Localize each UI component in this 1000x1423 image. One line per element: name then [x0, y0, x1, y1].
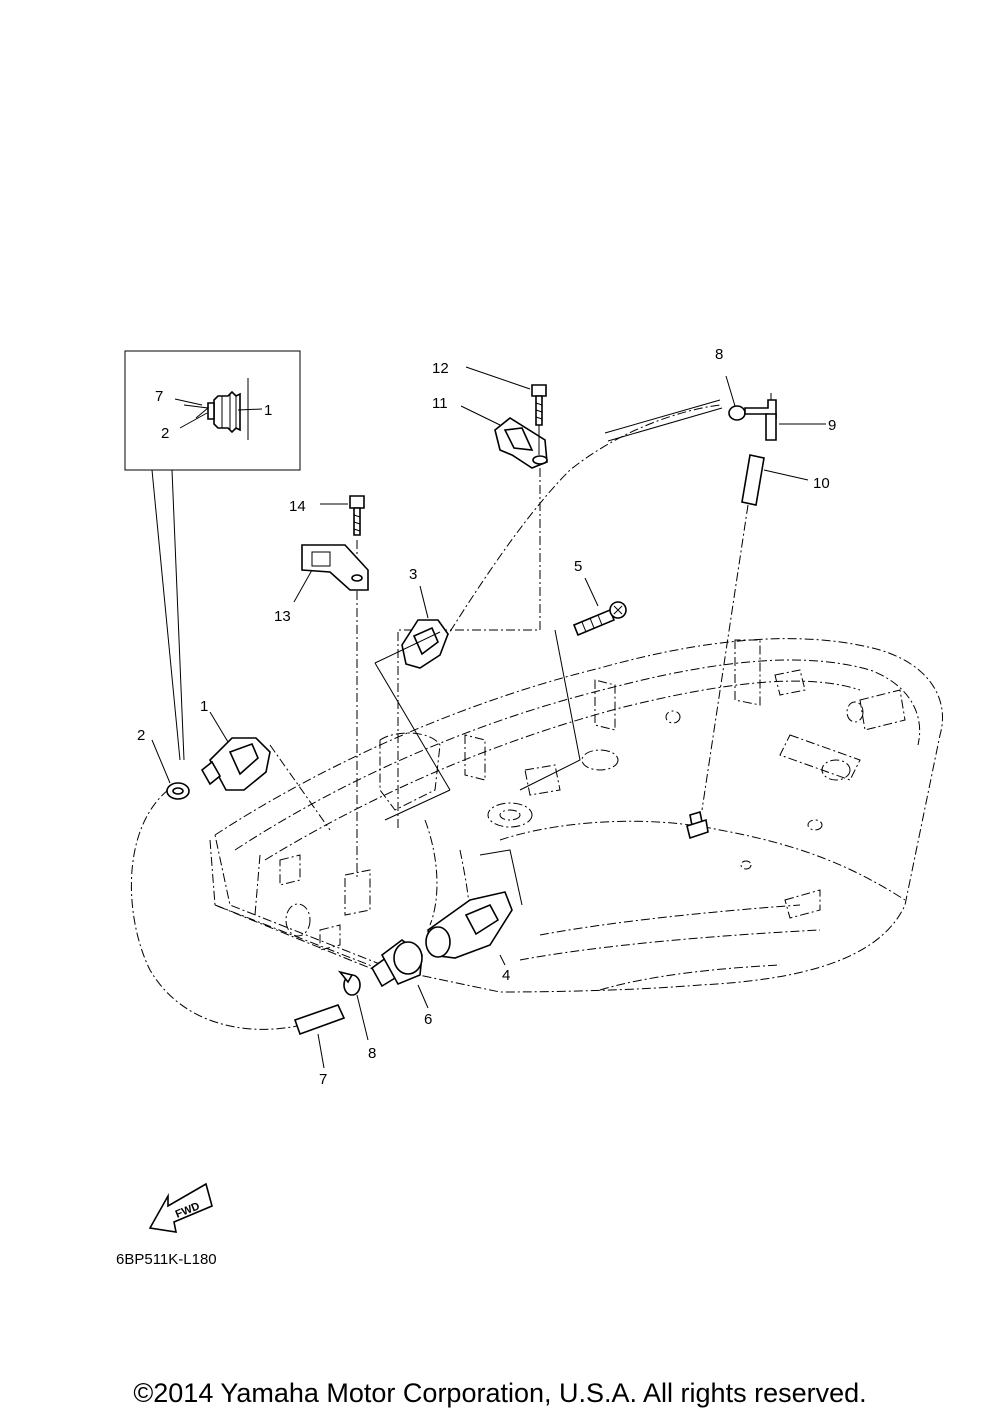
callout-4: 4 [502, 967, 510, 984]
part-9-tee: 9 [744, 393, 836, 441]
callout-13: 13 [274, 608, 291, 625]
part-8-clip-lower: 8 [337, 970, 376, 1062]
callout-2: 2 [137, 727, 145, 744]
part-1-grommet: 1 [200, 698, 331, 831]
part-12-bolt: 12 [432, 360, 547, 455]
callout-8-upper: 8 [715, 346, 723, 363]
part-5-screw: 5 [519, 558, 627, 791]
part-6-fitting: 6 [370, 939, 432, 1028]
part-8-clip-upper: 8 [715, 346, 746, 421]
detail-inset: 7 2 1 [124, 350, 301, 761]
bottom-cowling [209, 638, 943, 993]
callout-1: 1 [200, 698, 208, 715]
callout-3: 3 [409, 566, 417, 583]
part-10-hose: 10 [741, 454, 830, 506]
callout-10: 10 [813, 475, 830, 492]
part-14-bolt: 14 [289, 495, 365, 536]
part-4-grommet: 4 [425, 849, 523, 984]
callout-7: 7 [319, 1071, 327, 1088]
part-13-bracket: 13 [274, 544, 369, 625]
inset-callout-2: 2 [161, 425, 169, 442]
callout-11: 11 [432, 395, 448, 412]
callout-8-lower: 8 [368, 1045, 376, 1062]
callout-12: 12 [432, 360, 449, 377]
part-3-grommet: 3 [374, 566, 451, 821]
inset-callout-7: 7 [155, 388, 163, 405]
part-2-clip: 2 [137, 727, 190, 800]
part-11-clamp: 11 [432, 395, 548, 469]
callout-6: 6 [424, 1011, 432, 1028]
copyright-notice: ©2014 Yamaha Motor Corporation, U.S.A. A… [133, 1378, 867, 1408]
cowling-nipple [686, 810, 709, 840]
callout-9: 9 [828, 417, 836, 434]
hose-lines [130, 399, 749, 1030]
part-7-hose: 7 [293, 1004, 346, 1088]
drawing-code: 6BP511K-L180 [116, 1251, 217, 1268]
callout-14: 14 [289, 498, 306, 515]
inset-callout-1: 1 [264, 402, 272, 419]
callout-5: 5 [574, 558, 582, 575]
fwd-arrow-icon: FWD [148, 1182, 213, 1233]
